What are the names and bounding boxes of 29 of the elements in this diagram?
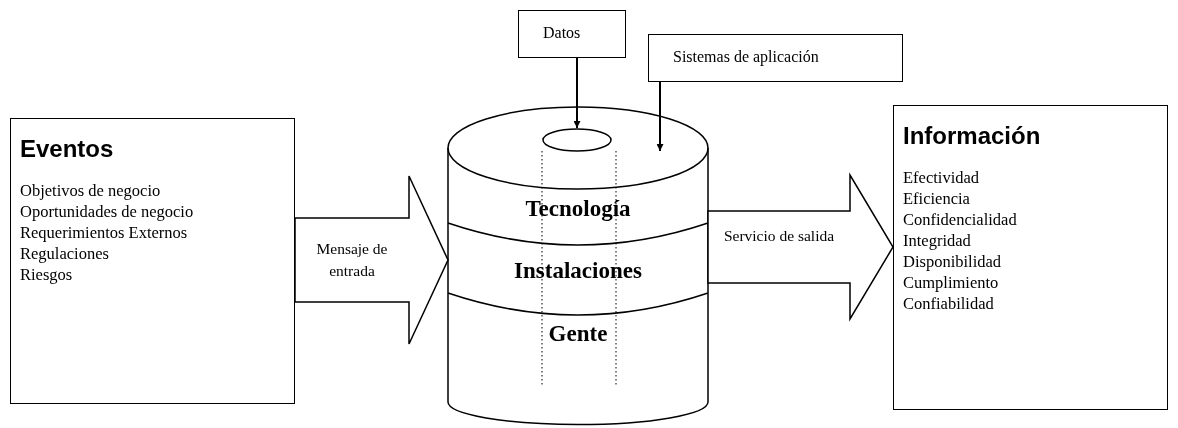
text-box (893, 105, 1168, 410)
edge-label: Mensaje de entrada (315, 239, 389, 281)
list-item: Oportunidades de negocio (20, 202, 194, 222)
text-box (10, 118, 295, 404)
list-item: Regulaciones (20, 244, 109, 264)
layer-label: Instalaciones (514, 258, 642, 284)
arrow (573, 57, 581, 129)
heading: Información (903, 122, 1041, 150)
list-item: Efectividad (903, 168, 980, 188)
list-item: Confiabilidad (903, 294, 994, 314)
list-item: Riesgos (20, 265, 73, 285)
layer-label: Tecnología (525, 196, 631, 222)
list-item: Disponibilidad (903, 252, 1002, 272)
block-arrow (707, 172, 894, 322)
box-label: Sistemas de aplicación (673, 48, 819, 66)
list-item: Eficiencia (903, 189, 970, 209)
heading: Eventos (20, 135, 114, 163)
list-item: Integridad (903, 231, 971, 251)
edge-label: Servicio de salida (722, 226, 836, 246)
label-box (518, 10, 626, 58)
block-arrow (294, 175, 449, 345)
layer-label: Gente (548, 321, 608, 347)
label-box (648, 34, 903, 82)
arrow (656, 81, 664, 152)
list-item: Cumplimiento (903, 273, 999, 293)
box-label: Datos (543, 24, 581, 42)
list-item: Requerimientos Externos (20, 223, 188, 243)
list-item: Confidencialidad (903, 210, 1017, 230)
list-item: Objetivos de negocio (20, 181, 161, 201)
